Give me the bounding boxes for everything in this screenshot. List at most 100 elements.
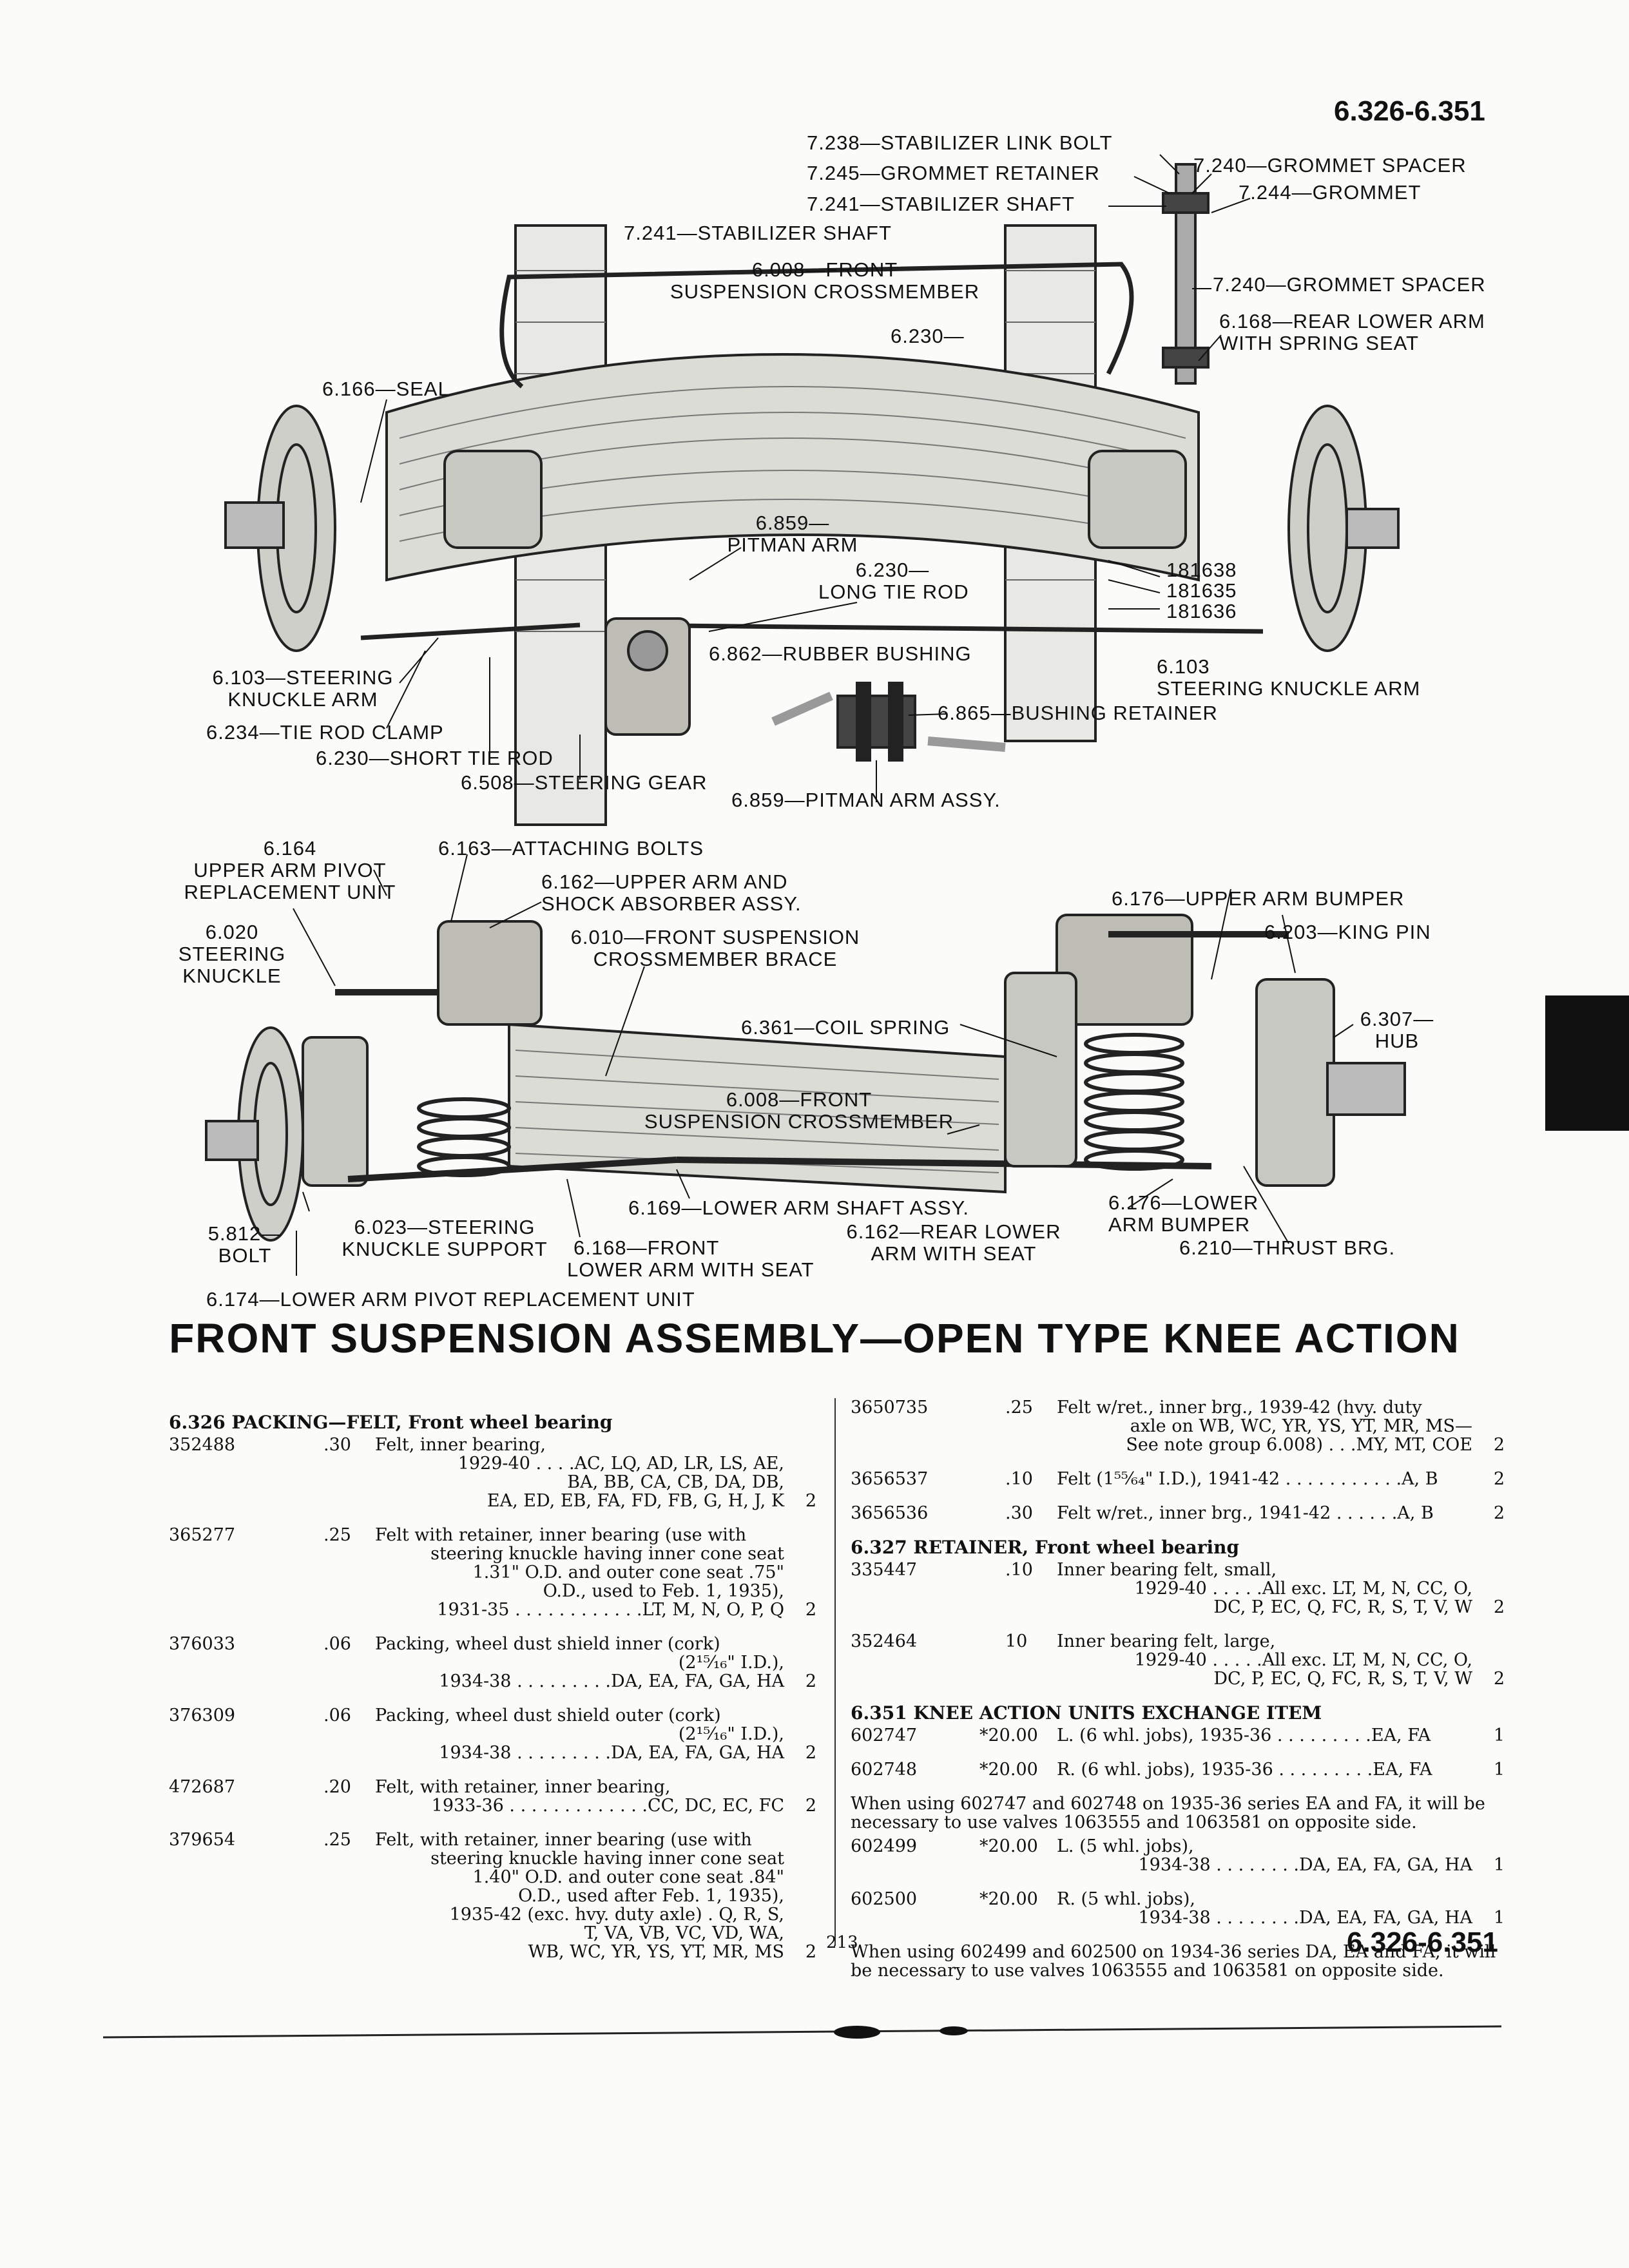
label-line: 6.176—LOWER [1108,1191,1259,1214]
description-line: O.D., used after Feb. 1, 1935), [518,1886,784,1906]
part-description: L. (6 whl. jobs), 1935-36 . . . . . . . … [1057,1726,1472,1745]
part-number: 376033 [169,1634,236,1654]
part-quantity: 2 [805,1600,816,1620]
part-number: 3656537 [851,1469,929,1489]
description-line: L. (6 whl. jobs), 1935-36 . . . . . . . … [1057,1725,1431,1745]
label-line: BOLT [218,1244,272,1267]
label-line: ARM WITH SEAT [871,1242,1037,1265]
description-line: L. (5 whl. jobs), [1057,1836,1194,1856]
part-number: 602748 [851,1760,918,1780]
part-description: Felt w/ret., inner brg., 1939-42 (hvy. d… [1057,1398,1472,1454]
part-quantity: 2 [805,1671,816,1691]
left-parts-column: 6.326 PACKING—FELT, Front wheel bearing … [169,1408,820,1977]
part-number: 352488 [169,1435,236,1455]
part-description: Felt, with retainer, inner bearing,1933-… [375,1778,784,1815]
label-line: LOWER ARM WITH SEAT [567,1258,815,1281]
part-number: 602500 [851,1889,918,1909]
label-lower-arm-pivot-replacement: 6.174—LOWER ARM PIVOT REPLACEMENT UNIT [206,1288,695,1311]
label-upper-arm-pivot: 6.164 UPPER ARM PIVOT REPLACEMENT UNIT [168,838,412,903]
description-line: steering knuckle having inner cone seat [430,1849,784,1869]
part-quantity: 2 [1493,1503,1505,1523]
label-coil-spring: 6.361—COIL SPRING [741,1016,950,1039]
description-line: 1929-40 . . . . .All exc. LT, M, N, CC, … [1134,1650,1472,1670]
label-line: 6.020 [205,921,259,943]
description-line: 1935-42 (exc. hvy. duty axle) . Q, R, S, [449,1905,784,1925]
column-divider [834,1398,836,1946]
part-number: 472687 [169,1777,236,1797]
part-description: Inner bearing felt, small,1929-40 . . . … [1057,1561,1472,1617]
part-price: .10 [1005,1469,1033,1489]
part-price: .06 [323,1706,351,1725]
part-entry: 376033 .06 Packing, wheel dust shield inne… [169,1635,820,1691]
label-line: 6.859— [755,512,830,534]
description-line: DC, P, EC, Q, FC, R, S, T, V, W [1213,1597,1472,1617]
label-rear-lower-arm: 6.162—REAR LOWER ARM WITH SEAT [838,1221,1070,1265]
label-line: 6.162—REAR LOWER [846,1220,1061,1243]
label-line: 6.168—FRONT [574,1236,720,1259]
part-quantity: 2 [1493,1597,1505,1617]
label-part-181636: 181636 [1166,600,1237,622]
label-stabilizer-link-bolt: 7.238—STABILIZER LINK BOLT [807,131,1113,154]
label-hub: 6.307— HUB [1352,1008,1442,1052]
edge-index-tab [1545,995,1629,1131]
part-number: 376309 [169,1706,236,1725]
section-heading-6-326: 6.326 PACKING—FELT, Front wheel bearing [169,1412,613,1433]
label-grommet-retainer: 7.245—GROMMET RETAINER [807,162,1100,184]
scan-edge-line [102,2025,1502,2039]
description-line: Felt, with retainer, inner bearing, [375,1777,671,1797]
label-line: KNUCKLE ARM [227,688,378,711]
label-pitman-arm-assy: 6.859—PITMAN ARM ASSY. [731,789,1001,811]
part-number: 352464 [851,1631,918,1651]
description-line: 1934-38 . . . . . . . . .DA, EA, FA, GA,… [439,1743,784,1763]
label-bolt: 5.812— BOLT [193,1223,296,1267]
label-line: 6.103—STEERING [212,666,394,689]
part-description: Packing, wheel dust shield inner (cork)(… [375,1635,784,1691]
part-description: Felt (1⁵⁵⁄₆₄" I.D.), 1941-42 . . . . . .… [1057,1470,1472,1488]
description-line: R. (6 whl. jobs), 1935-36 . . . . . . . … [1057,1760,1432,1780]
description-line: (2¹⁵⁄₁₆" I.D.), [678,1724,784,1744]
part-price: .06 [323,1634,351,1654]
description-line: 1933-36 . . . . . . . . . . . . .CC, DC,… [431,1796,784,1816]
description-line: WB, WC, YR, YS, YT, MR, MS [528,1942,784,1962]
description-line: Felt, with retainer, inner bearing (use … [375,1830,752,1850]
label-line: SHOCK ABSORBER ASSY. [541,892,802,915]
label-line: ARM BUMPER [1108,1213,1251,1236]
description-line: See note group 6.008) . . .MY, MT, COE [1126,1435,1472,1455]
description-line: Packing, wheel dust shield outer (cork) [375,1706,721,1725]
label-rubber-bushing: 6.862—RUBBER BUSHING [709,642,972,665]
label-line: WITH SPRING SEAT [1219,332,1419,354]
part-price: .25 [323,1830,351,1850]
label-line: KNUCKLE SUPPORT [342,1238,548,1260]
part-price: 10 [1005,1631,1028,1651]
section-range-top: 6.326-6.351 [1334,95,1485,127]
label-steering-knuckle: 6.020 STEERING KNUCKLE [174,921,290,987]
label-line: HUB [1374,1030,1420,1052]
label-line: 6.162—UPPER ARM AND [541,870,788,893]
label-line: STEERING KNUCKLE ARM [1157,677,1421,700]
label-front-lower-arm: 6.168—FRONT LOWER ARM WITH SEAT [567,1237,815,1281]
label-part-181635: 181635 [1166,579,1237,602]
label-stabilizer-shaft-link: 7.241—STABILIZER SHAFT [807,193,1075,215]
description-line: 1.31" O.D. and outer cone seat .75" [472,1562,784,1582]
front-suspension-side-view-illustration [205,854,1406,1276]
description-line: EA, ED, EB, FA, FD, FB, G, H, J, K [487,1491,784,1511]
part-price: *20.00 [979,1760,1038,1780]
description-line: Felt w/ret., inner brg., 1941-42 . . . .… [1057,1503,1434,1523]
page-number: 213 [826,1933,858,1952]
label-line: 5.812— [207,1222,282,1245]
note-valves-1: When using 602747 and 602748 on 1935-36 … [851,1794,1485,1832]
description-line: Felt (1⁵⁵⁄₆₄" I.D.), 1941-42 . . . . . .… [1057,1469,1438,1489]
description-line: O.D., used to Feb. 1, 1935), [543,1581,784,1601]
label-tie-rod-clamp: 6.234—TIE ROD CLAMP [206,721,444,744]
label-steering-knuckle-arm-left: 6.103—STEERING KNUCKLE ARM [206,667,400,711]
label-part-181638: 181638 [1166,559,1237,581]
part-description: R. (6 whl. jobs), 1935-36 . . . . . . . … [1057,1760,1472,1779]
